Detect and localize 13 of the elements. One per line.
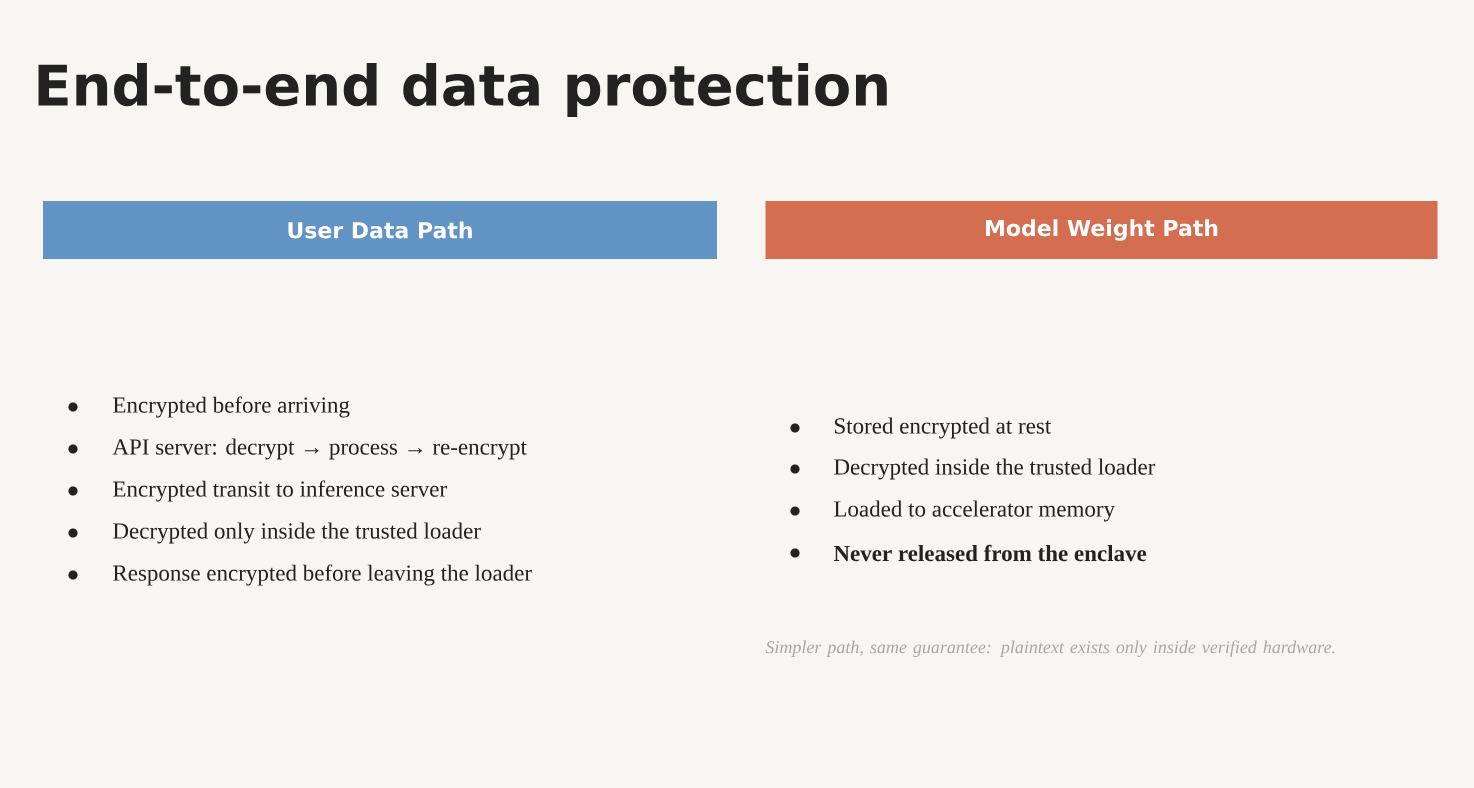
bullet-item: API server: decrypt → process → re-encrypt [68, 438, 527, 460]
bullet-item: Stored encrypted at rest [790, 417, 1052, 439]
bullet-item: Encrypted before arriving [68, 396, 350, 418]
bullet-item: Encrypted transit to inference server [68, 480, 447, 502]
header-bar: Model Weight Path [765, 201, 1438, 259]
header-bar: User Data Path [43, 201, 717, 259]
slide-title: End-to-end data protection [38, 62, 887, 118]
bullet-item: Response encrypted before leaving the loader [68, 564, 532, 586]
bullet-item: Decrypted inside the trusted loader [790, 458, 1156, 480]
bullet-item: Decrypted only inside the trusted loader [68, 522, 481, 544]
bullet-item: Never released from the enclave [790, 544, 1147, 562]
note-text: Simpler path, same guarantee: plaintext exists only inside verified hardware. [765, 640, 1335, 657]
bullet-item: Loaded to accelerator memory [790, 500, 1115, 522]
